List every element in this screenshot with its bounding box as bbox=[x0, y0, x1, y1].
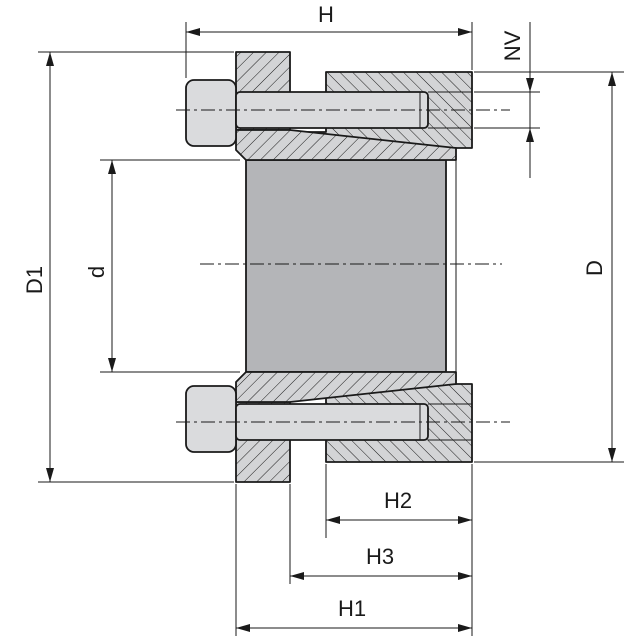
bolt-head-lower bbox=[185, 385, 237, 453]
dimension-h2 bbox=[326, 516, 472, 524]
label-h1: H1 bbox=[338, 596, 366, 621]
dimension-nv bbox=[526, 22, 534, 178]
label-d1: D1 bbox=[22, 266, 47, 294]
dimension-labels: H NV D1 d D H2 H3 H1 bbox=[22, 2, 607, 621]
dimension-d1 bbox=[46, 52, 54, 482]
dimension-h3 bbox=[290, 572, 472, 580]
dimension-lines bbox=[38, 22, 624, 636]
label-nv: NV bbox=[500, 30, 525, 61]
dimension-d-outer bbox=[608, 72, 616, 462]
part-section bbox=[176, 51, 510, 483]
label-d-bore: d bbox=[84, 266, 109, 278]
dimension-h1 bbox=[236, 624, 472, 632]
dimension-h bbox=[186, 28, 472, 36]
bore-area bbox=[245, 159, 447, 373]
dimension-d-bore bbox=[108, 160, 116, 372]
label-d-outer: D bbox=[582, 260, 607, 276]
label-h: H bbox=[318, 2, 334, 27]
label-h3: H3 bbox=[366, 544, 394, 569]
bolt-head-upper bbox=[185, 79, 237, 147]
label-h2: H2 bbox=[384, 488, 412, 513]
